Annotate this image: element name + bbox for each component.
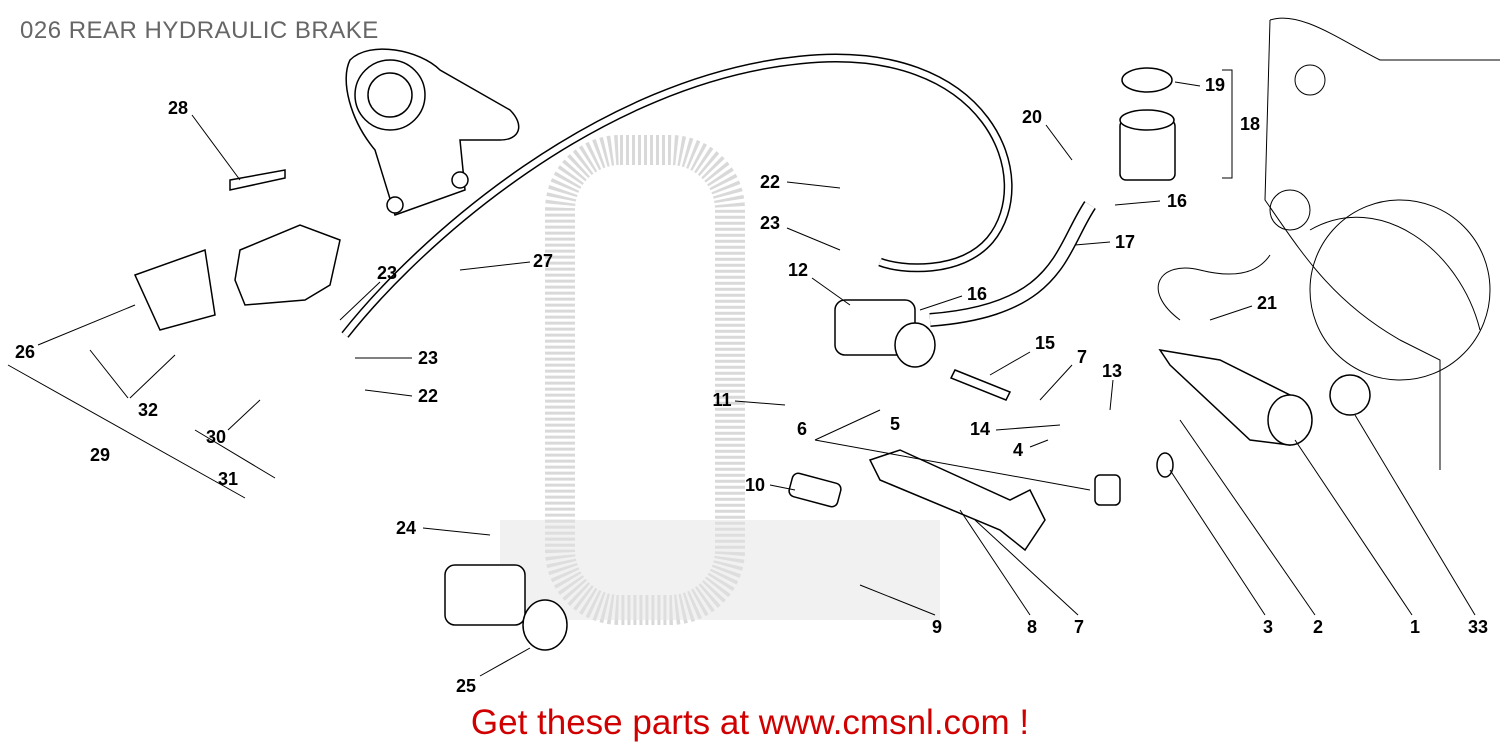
callout-27: 27 <box>533 251 553 271</box>
callout-18: 18 <box>1240 114 1260 134</box>
brake-caliper <box>133 224 341 331</box>
callout-22: 22 <box>760 172 780 192</box>
callout-14: 14 <box>970 419 990 439</box>
callout-11: 11 <box>712 390 731 410</box>
callout-33: 33 <box>1468 617 1488 637</box>
callout-15: 15 <box>1035 333 1055 353</box>
callout-6: 6 <box>797 419 807 439</box>
leader-lines <box>7 69 1476 677</box>
callout-13: 13 <box>1102 361 1122 381</box>
callout-5: 5 <box>890 414 900 434</box>
callout-23: 23 <box>418 348 438 368</box>
brake-light-switch-wire <box>1157 254 1271 321</box>
callout-labels: 28 27 23 26 32 30 29 31 23 22 22 23 12 1… <box>15 75 1488 696</box>
callout-7: 7 <box>1077 347 1087 367</box>
callout-2: 2 <box>1313 617 1323 637</box>
callout-28: 28 <box>168 98 188 118</box>
callout-1: 1 <box>1410 617 1420 637</box>
bolt-28 <box>229 169 286 191</box>
callout-30: 30 <box>206 427 226 447</box>
callout-31: 31 <box>218 469 238 489</box>
callout-24: 24 <box>396 518 416 538</box>
callout-19: 19 <box>1205 75 1225 95</box>
caliper-bracket <box>345 48 520 216</box>
brake-fluid-reservoir <box>1119 67 1176 181</box>
callout-29: 29 <box>90 445 110 465</box>
callout-20: 20 <box>1022 107 1042 127</box>
diagram-title: 026 REAR HYDRAULIC BRAKE <box>20 17 379 44</box>
cms-watermark <box>500 135 940 625</box>
callout-16: 16 <box>1167 191 1187 211</box>
callout-8: 8 <box>1027 617 1037 637</box>
callout-10: 10 <box>745 475 765 495</box>
callout-7: 7 <box>1074 617 1084 637</box>
callout-12: 12 <box>788 260 808 280</box>
callout-23: 23 <box>760 213 780 233</box>
callout-23: 23 <box>377 263 397 283</box>
callout-17: 17 <box>1115 232 1135 252</box>
callout-26: 26 <box>15 342 35 362</box>
callout-32: 32 <box>138 400 158 420</box>
master-cylinder <box>444 299 936 651</box>
callout-4: 4 <box>1013 440 1023 460</box>
callout-22: 22 <box>418 386 438 406</box>
callout-16: 16 <box>967 284 987 304</box>
brake-pedal <box>788 348 1371 552</box>
callout-9: 9 <box>932 617 942 637</box>
callout-21: 21 <box>1257 293 1277 313</box>
promo-link[interactable]: Get these parts at www.cmsnl.com ! <box>470 703 1030 742</box>
callout-3: 3 <box>1263 617 1273 637</box>
engine-case <box>1264 17 1500 470</box>
callout-25: 25 <box>456 676 476 696</box>
